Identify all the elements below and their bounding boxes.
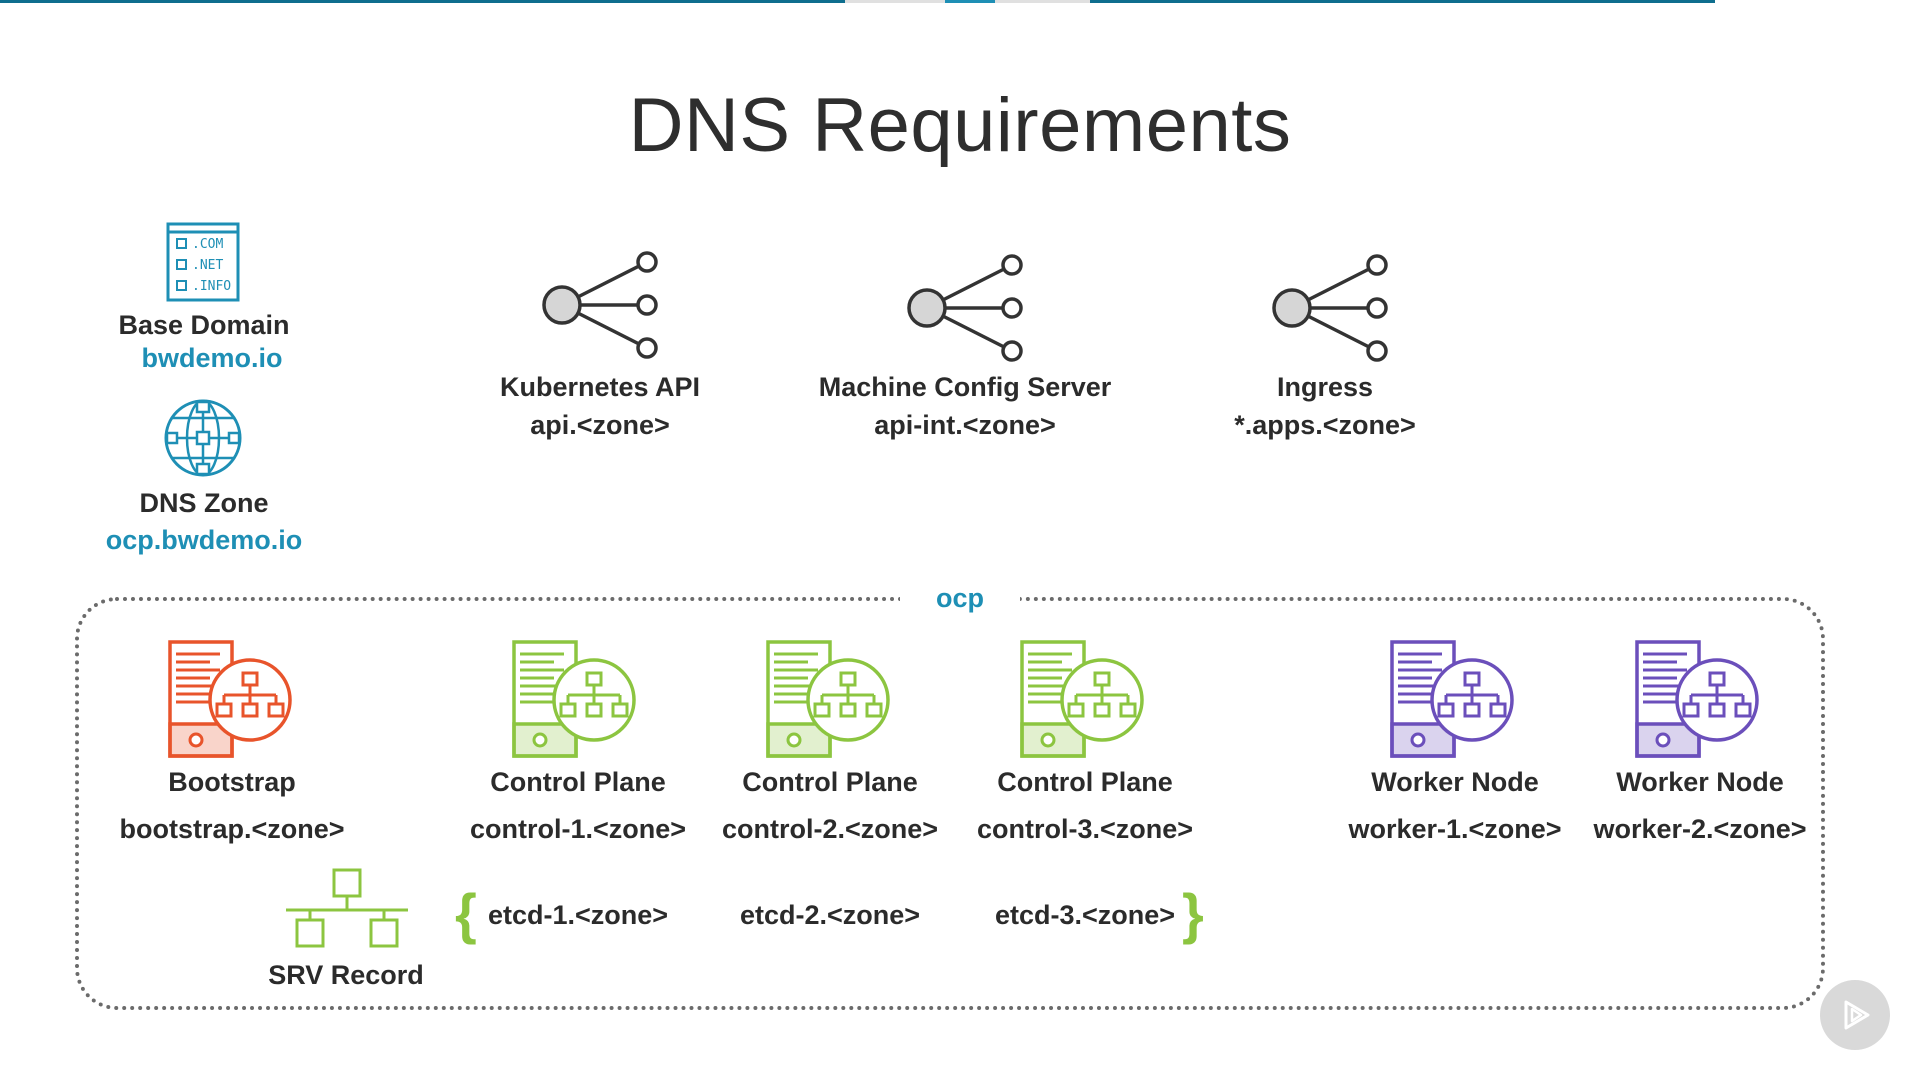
endpoint-label-kubernetes-api: Kubernetes API bbox=[499, 372, 701, 402]
dns-zone-label: DNS Zone bbox=[139, 488, 269, 518]
node-label-control-3: Control Plane bbox=[997, 767, 1173, 797]
domain-list-line-3: .INFO bbox=[192, 279, 231, 294]
etcd-brace-close: } bbox=[1182, 882, 1204, 945]
server-network-icon bbox=[1390, 640, 1514, 758]
domain-list-line-2: .NET bbox=[192, 258, 223, 273]
endpoint-label-machine-config-server: Machine Config Server bbox=[818, 372, 1112, 402]
base-domain-value: bwdemo.io bbox=[141, 343, 283, 373]
hierarchy-icon bbox=[286, 868, 408, 948]
node-value-control-1: control-1.<zone> bbox=[469, 814, 687, 844]
server-network-icon bbox=[168, 640, 292, 758]
base-domain-label: Base Domain bbox=[118, 310, 290, 340]
node-label-control-1: Control Plane bbox=[490, 767, 666, 797]
node-value-worker-2: worker-2.<zone> bbox=[1593, 814, 1807, 844]
etcd-record-2: etcd-2.<zone> bbox=[739, 900, 921, 930]
server-network-icon bbox=[1020, 640, 1144, 758]
share-icon bbox=[907, 254, 1023, 362]
node-value-control-3: control-3.<zone> bbox=[976, 814, 1194, 844]
dns-zone-value: ocp.bwdemo.io bbox=[105, 525, 303, 555]
endpoint-label-ingress: Ingress bbox=[1276, 372, 1374, 402]
play-icon bbox=[1844, 1000, 1870, 1030]
etcd-brace-open: { bbox=[455, 882, 477, 945]
domain-list-icon: .COM .NET .INFO bbox=[166, 222, 240, 302]
etcd-record-1: etcd-1.<zone> bbox=[487, 900, 669, 930]
server-network-icon bbox=[1635, 640, 1759, 758]
play-button[interactable] bbox=[1820, 980, 1890, 1050]
endpoint-value-ingress: *.apps.<zone> bbox=[1234, 410, 1416, 440]
srv-record-label: SRV Record bbox=[268, 960, 424, 990]
endpoint-value-machine-config-server: api-int.<zone> bbox=[874, 410, 1056, 440]
node-label-bootstrap: Bootstrap bbox=[168, 767, 296, 797]
cluster-name: ocp bbox=[900, 578, 1020, 618]
node-value-bootstrap: bootstrap.<zone> bbox=[119, 814, 345, 844]
etcd-record-3: etcd-3.<zone> bbox=[994, 900, 1176, 930]
node-label-worker-1: Worker Node bbox=[1371, 767, 1539, 797]
share-icon bbox=[1272, 254, 1388, 362]
domain-list-line-1: .COM bbox=[192, 237, 223, 252]
globe-network-icon bbox=[164, 399, 242, 477]
slide-progress-current bbox=[945, 0, 995, 3]
share-icon bbox=[542, 251, 658, 359]
node-value-control-2: control-2.<zone> bbox=[721, 814, 939, 844]
node-value-worker-1: worker-1.<zone> bbox=[1348, 814, 1562, 844]
server-network-icon bbox=[766, 640, 890, 758]
endpoint-value-kubernetes-api: api.<zone> bbox=[530, 410, 670, 440]
node-label-worker-2: Worker Node bbox=[1616, 767, 1784, 797]
server-network-icon bbox=[512, 640, 636, 758]
node-label-control-2: Control Plane bbox=[742, 767, 918, 797]
page-title: DNS Requirements bbox=[628, 83, 1292, 168]
